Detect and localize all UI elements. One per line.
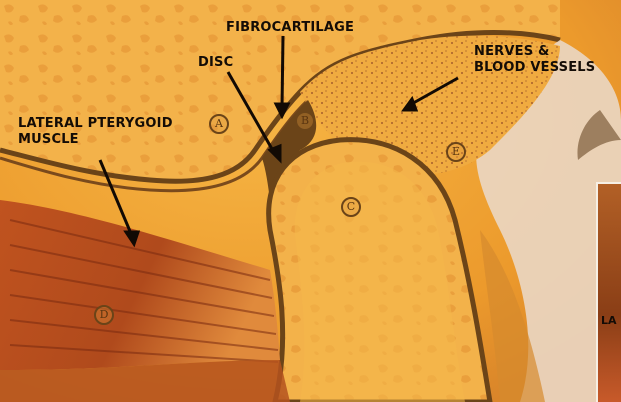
disc-label: DISC bbox=[198, 55, 233, 71]
marker-b: B bbox=[295, 111, 315, 131]
marker-c: C bbox=[341, 197, 361, 217]
nerves-blood-vessels-label: NERVES & BLOOD VESSELS bbox=[474, 44, 595, 76]
marker-a: A bbox=[209, 114, 229, 134]
marker-d: D bbox=[94, 305, 114, 325]
inset-label: LA bbox=[601, 314, 617, 327]
adjacent-figure-inset: LA bbox=[596, 182, 621, 402]
marker-e: E bbox=[446, 142, 466, 162]
lateral-pterygoid-muscle-label: LATERAL PTERYGOID MUSCLE bbox=[18, 116, 173, 148]
fibrocartilage-label: FIBROCARTILAGE bbox=[226, 20, 354, 36]
